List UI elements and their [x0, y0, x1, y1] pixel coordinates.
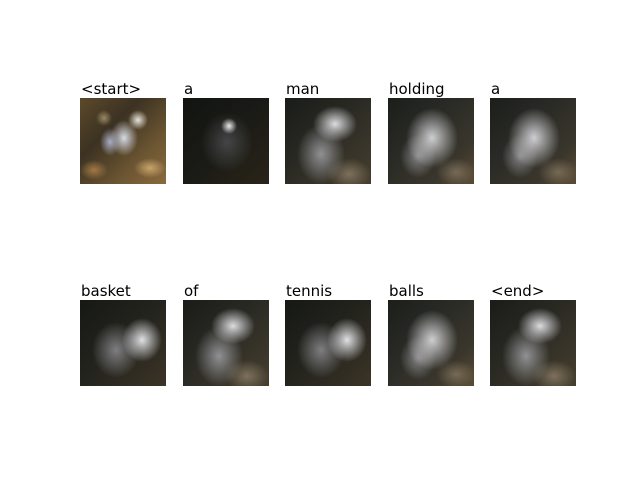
attention-map	[388, 300, 474, 386]
attention-map	[285, 300, 371, 386]
attention-map	[183, 300, 269, 386]
token-label: of	[183, 282, 201, 300]
attention-map	[388, 98, 474, 184]
token-label: a	[490, 80, 503, 98]
attention-map	[80, 300, 166, 386]
token-label: balls	[388, 282, 426, 300]
token-label: <end>	[490, 282, 547, 300]
token-label: <start>	[80, 80, 144, 98]
attention-map	[490, 300, 576, 386]
original-image	[80, 98, 166, 184]
attention-map	[183, 98, 269, 184]
attention-map	[490, 98, 576, 184]
token-label: basket	[80, 282, 133, 300]
token-label: man	[285, 80, 322, 98]
token-label: a	[183, 80, 196, 98]
token-label: tennis	[285, 282, 335, 300]
attention-map	[285, 98, 371, 184]
token-label: holding	[388, 80, 447, 98]
